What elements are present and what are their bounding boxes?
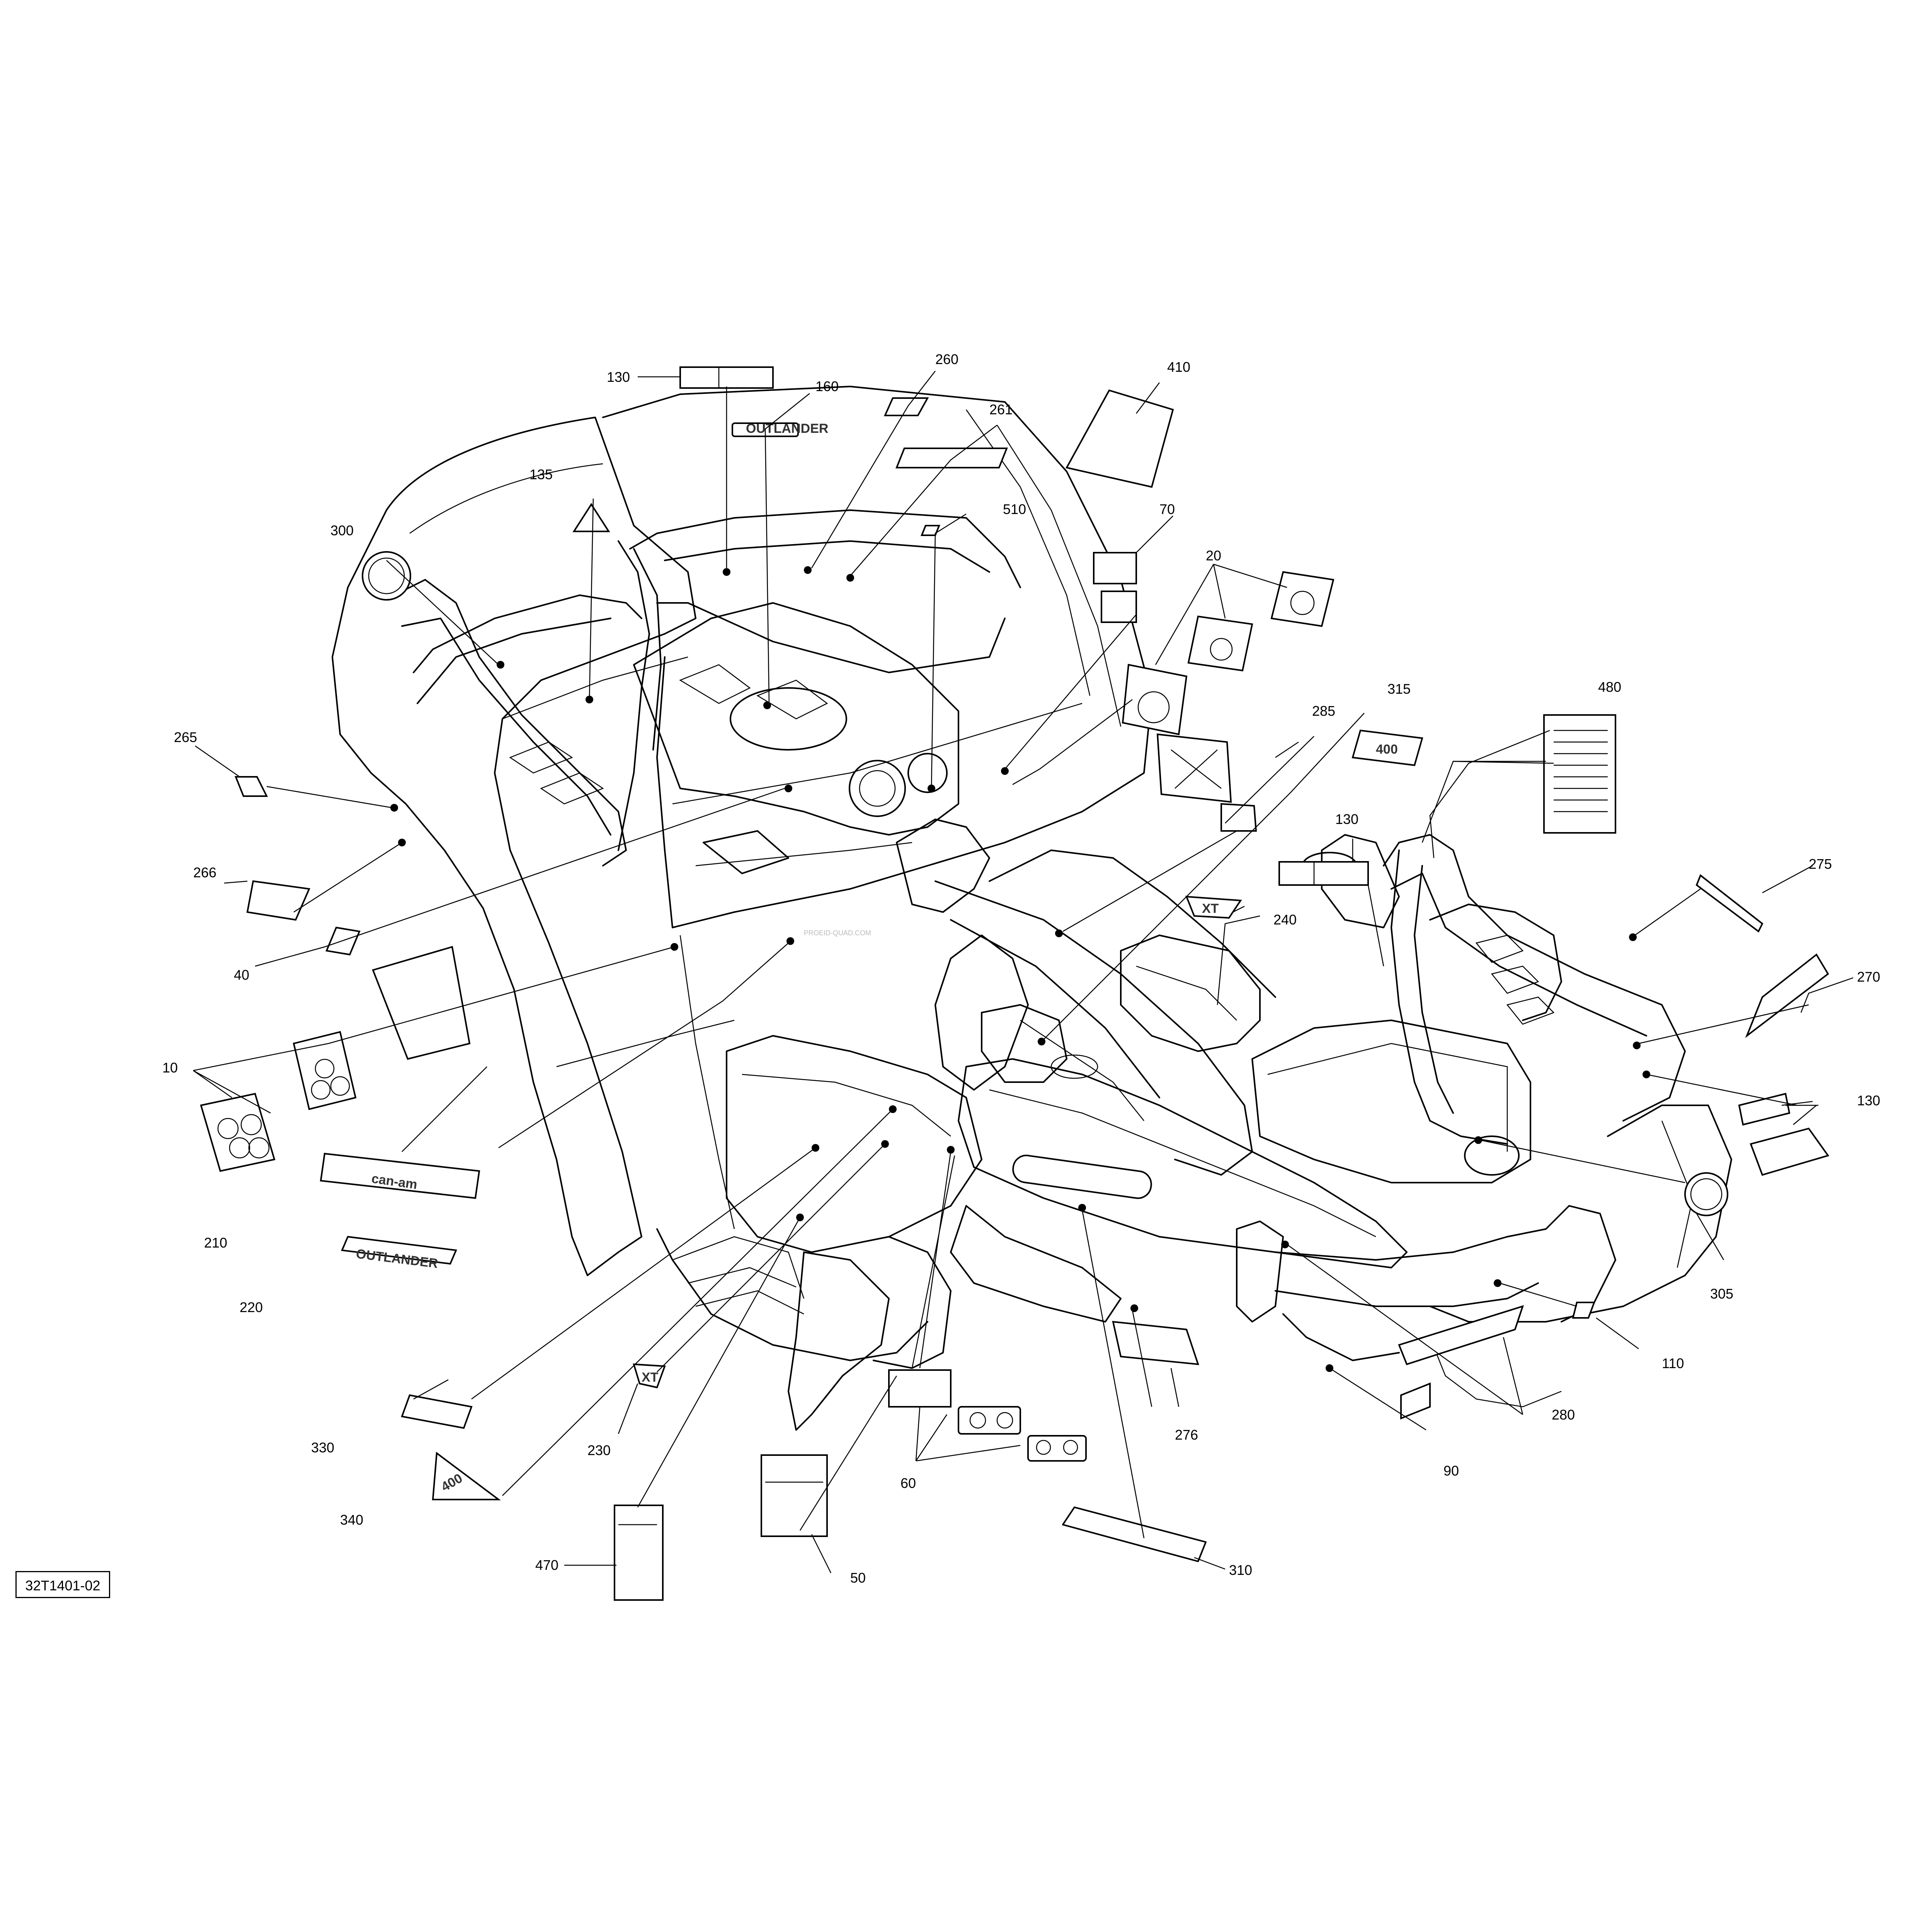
callout-260: 260 <box>935 351 958 367</box>
atv-body-drawing <box>332 386 1732 1431</box>
callout-labels: 130 160 260 261 410 135 510 70 300 20 26… <box>162 351 1880 1586</box>
watermark: PROEID-QUAD.COM <box>804 929 871 937</box>
callout-285: 285 <box>1312 703 1335 719</box>
callout-90: 90 <box>1443 1463 1459 1479</box>
callout-70: 70 <box>1159 501 1175 517</box>
diagram-reference-code: 32T1401-02 <box>15 1571 110 1598</box>
callout-510: 510 <box>1003 501 1026 517</box>
callout-275: 275 <box>1809 856 1832 872</box>
callout-50: 50 <box>850 1570 866 1586</box>
callout-330: 330 <box>311 1440 334 1455</box>
callout-280: 280 <box>1552 1407 1575 1423</box>
callout-300: 300 <box>330 523 354 538</box>
decal-model-small: OUTLANDER <box>746 421 828 436</box>
decal-items: OUTLANDER can-am OUTLANDER XT XT 400 400 <box>200 366 1830 1601</box>
leader-lines <box>193 371 1854 1573</box>
callout-210: 210 <box>204 1235 227 1251</box>
callout-480: 480 <box>1598 679 1621 695</box>
callout-130-mid: 130 <box>1335 811 1358 827</box>
callout-315: 315 <box>1387 681 1411 697</box>
callout-240: 240 <box>1273 912 1297 928</box>
callout-10: 10 <box>162 1060 178 1076</box>
callout-265: 265 <box>174 729 197 745</box>
callout-20: 20 <box>1206 548 1221 563</box>
callout-305: 305 <box>1710 1286 1733 1302</box>
callout-261: 261 <box>989 402 1013 417</box>
callout-60: 60 <box>900 1475 916 1491</box>
decal-xt-230: XT <box>642 1370 659 1385</box>
decal-480-lines <box>1554 730 1608 812</box>
callout-220: 220 <box>240 1299 263 1315</box>
callout-470: 470 <box>535 1557 558 1573</box>
decal-xt-240: XT <box>1202 901 1219 916</box>
callout-410: 410 <box>1167 359 1190 375</box>
callout-40: 40 <box>234 967 249 983</box>
callout-130-right: 130 <box>1857 1093 1880 1108</box>
decal-400-315: 400 <box>1376 742 1398 757</box>
callout-230: 230 <box>587 1442 611 1458</box>
callout-130-top: 130 <box>607 369 630 385</box>
callout-270: 270 <box>1857 969 1880 985</box>
callout-135: 135 <box>529 466 553 482</box>
callout-110: 110 <box>1662 1355 1684 1371</box>
callout-310: 310 <box>1229 1562 1252 1578</box>
callout-160: 160 <box>815 378 839 394</box>
callout-266: 266 <box>193 865 216 880</box>
callout-276: 276 <box>1175 1427 1198 1443</box>
callout-340: 340 <box>340 1512 363 1528</box>
